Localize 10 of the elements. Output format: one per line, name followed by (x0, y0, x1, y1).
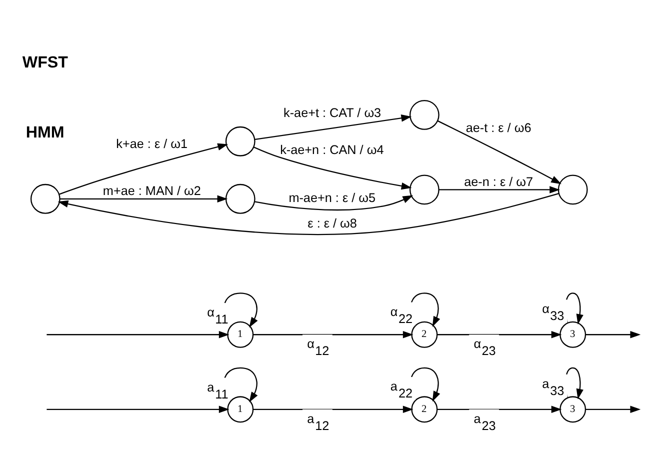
edge-label: m-ae+n : ε / ω5 (288, 190, 376, 205)
edge-label: m+ae : MAN / ω2 (102, 184, 201, 198)
label: WFST (22, 52, 68, 71)
edge-label: k+ae : ε / ω1 (116, 136, 188, 151)
edge-label: ae-n : ε / ω7 (464, 174, 534, 189)
edge-label: ε : ε / ω8 (308, 216, 357, 230)
edge-label: k-ae+t : CAT / ω3 (284, 105, 382, 120)
label: HMM (26, 123, 64, 142)
edge-label: k-ae+n : CAN / ω4 (280, 142, 384, 156)
edge-label: ae-t : ε / ω6 (466, 120, 532, 134)
